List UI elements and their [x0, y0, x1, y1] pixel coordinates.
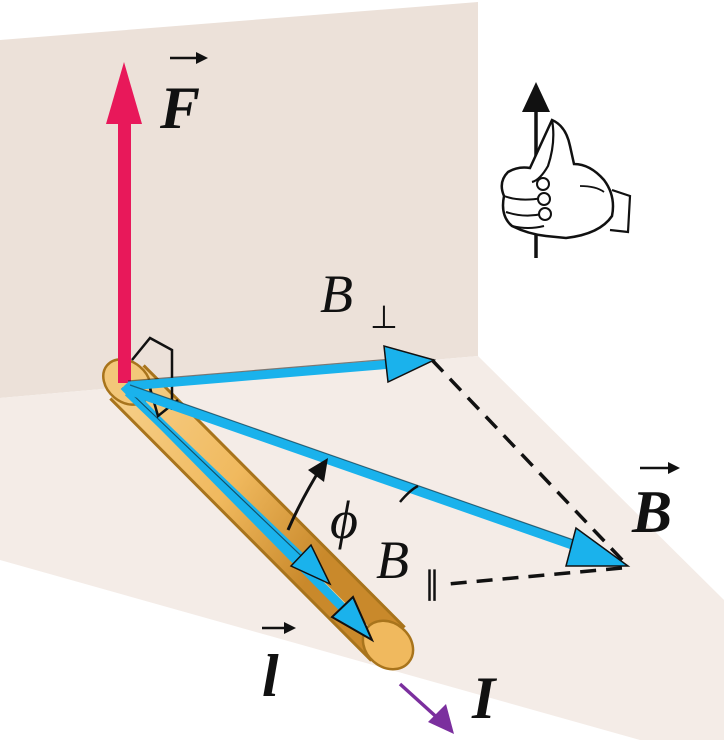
magnetic-field-arrow [128, 384, 631, 567]
b-field-label-text: B [631, 479, 672, 545]
current-label: I [471, 665, 498, 731]
dashed-line-b-par-to-b [447, 566, 623, 586]
b-perpendicular-arrow [127, 344, 437, 391]
length-label: l [262, 622, 296, 709]
b-par-subscript: ∥ [424, 565, 440, 601]
b-par-label-text: B [376, 530, 409, 590]
force-label-text: F [159, 75, 200, 141]
b-perp-label-text: B [320, 264, 353, 324]
horizontal-plane [0, 356, 724, 740]
phi-label: ϕ [330, 490, 358, 550]
right-hand-rule-icon [500, 82, 632, 258]
vertical-plane [0, 2, 478, 398]
b-field-label: B [631, 462, 680, 545]
force-label: F [159, 52, 208, 141]
b-perp-label: B ⊥ [320, 264, 398, 335]
angle-phi-arc [286, 458, 419, 531]
current-arrow [398, 682, 454, 734]
force-vector-arrow [106, 62, 142, 383]
dashed-line-b-perp-to-b [430, 358, 630, 568]
b-parallel-arrow [124, 388, 332, 586]
length-label-text: l [262, 643, 279, 709]
b-par-label: B ∥ [376, 530, 440, 601]
b-perp-subscript: ⊥ [370, 299, 398, 335]
